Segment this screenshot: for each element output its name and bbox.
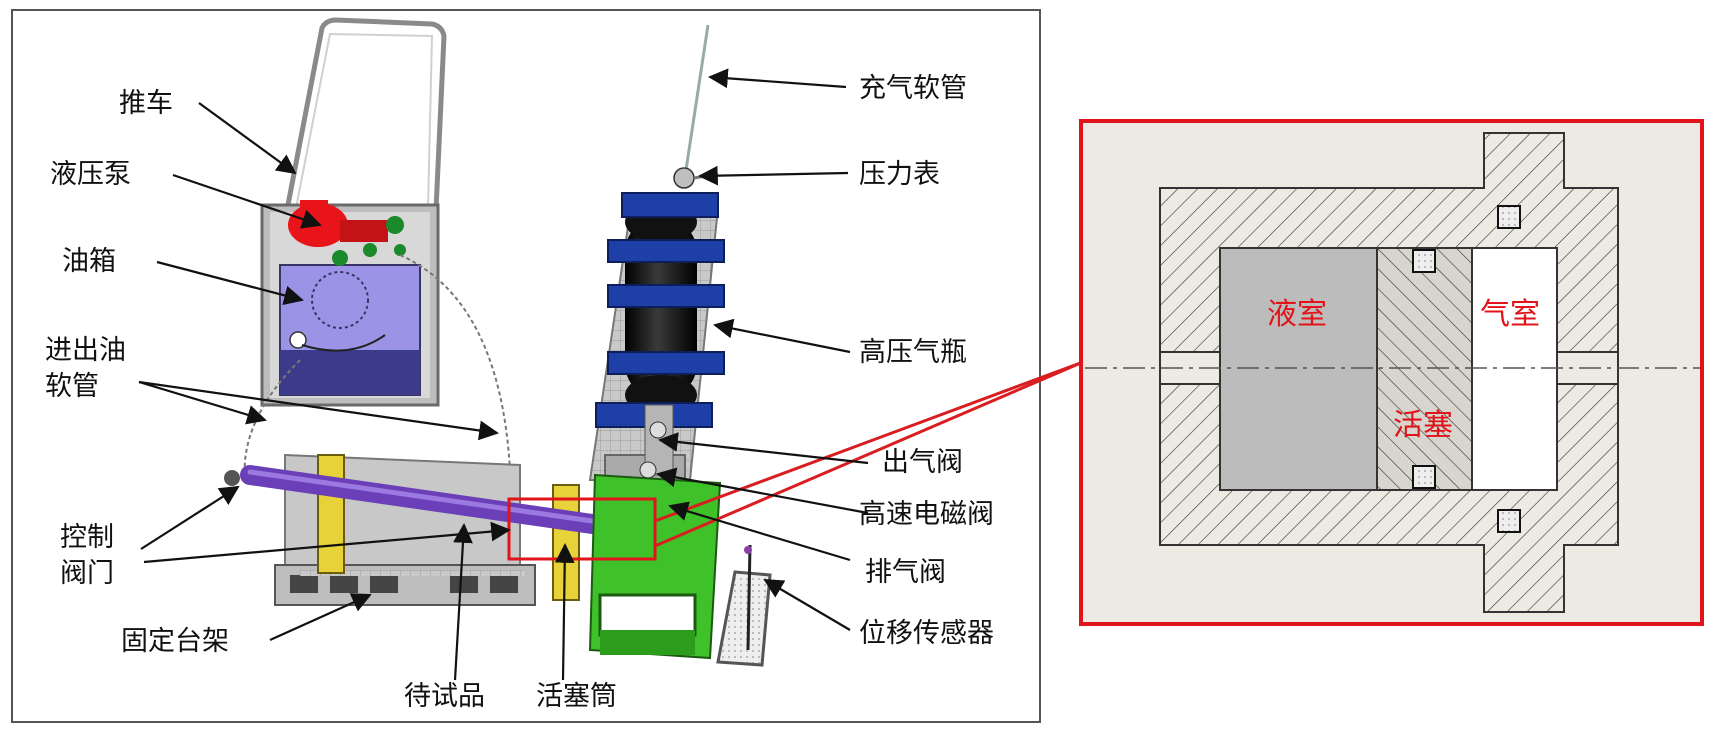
piston-cylinder-section <box>1085 132 1700 613</box>
label-exhaust-valve: 排气阀 <box>865 557 946 588</box>
specimen-tube <box>224 465 630 538</box>
oil-hose <box>399 254 511 471</box>
charging-hose <box>684 24 710 171</box>
liquid-chamber <box>1219 247 1378 491</box>
gas-chamber <box>1471 247 1558 491</box>
piston-box <box>588 473 722 660</box>
label-fixed-stand: 固定台架 <box>121 626 229 657</box>
label-piston-cylinder: 活塞筒 <box>536 681 617 712</box>
leader-arrows <box>138 68 869 681</box>
label-pressure-gauge: 压力表 <box>859 159 940 190</box>
displacement-sensor <box>716 544 772 667</box>
label-control-valve: 控制阀门 <box>60 522 114 589</box>
label-oil-hose: 进出油软管 <box>45 335 126 402</box>
label-piston: 活塞 <box>1393 408 1453 443</box>
label-oil-tank: 油箱 <box>62 246 116 277</box>
label-liquid-chamber: 液室 <box>1267 297 1327 332</box>
label-gas-chamber: 气室 <box>1480 297 1540 332</box>
label-gas-bottle: 高压气瓶 <box>859 337 967 368</box>
label-outlet-valve: 出气阀 <box>882 447 963 478</box>
label-displacement-sensor: 位移传感器 <box>859 618 994 649</box>
piston <box>1376 247 1473 491</box>
label-specimen: 待试品 <box>404 681 485 712</box>
callout-line-top <box>654 360 1084 523</box>
label-hydraulic-pump: 液压泵 <box>50 159 131 190</box>
callout-line-bottom <box>654 360 1084 548</box>
gas-bottle <box>625 202 697 415</box>
label-solenoid-valve: 高速电磁阀 <box>859 499 994 530</box>
label-charging-hose: 充气软管 <box>859 73 967 104</box>
label-trolley: 推车 <box>119 88 173 119</box>
stand-clamps <box>317 454 580 601</box>
oil-tank <box>279 264 421 396</box>
